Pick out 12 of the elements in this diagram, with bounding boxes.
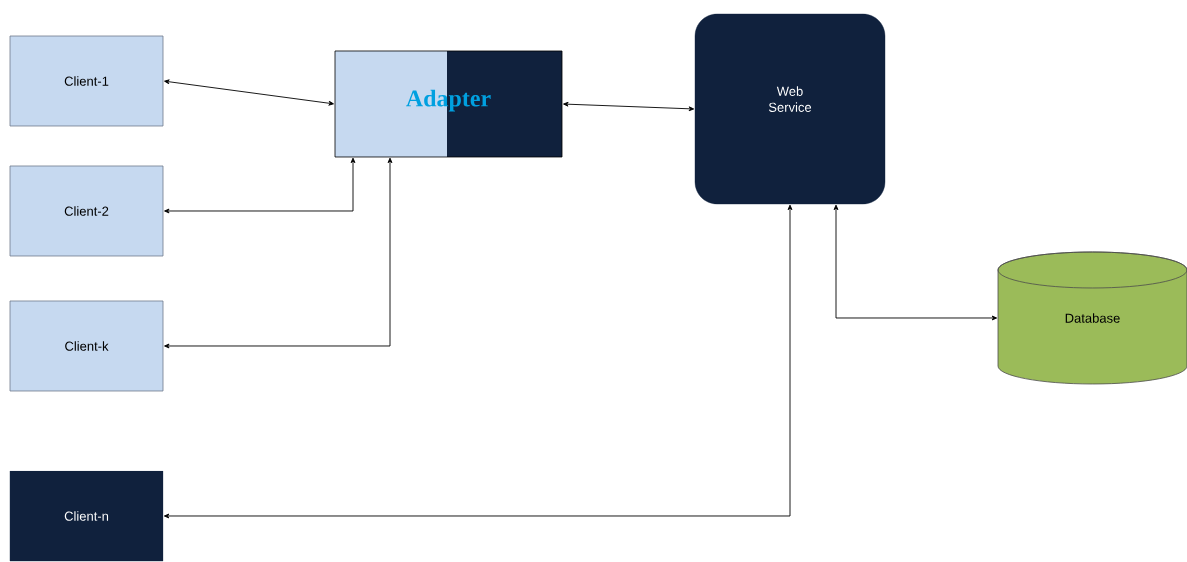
arrow (163, 204, 793, 519)
arrow (164, 157, 356, 214)
arrow (833, 204, 998, 321)
arrow (164, 157, 393, 349)
service-box: Web Service (694, 13, 886, 205)
arrow (164, 79, 334, 106)
database-cylinder: Database (997, 251, 1187, 385)
client-box: Client-2 (9, 165, 164, 257)
arrow (563, 101, 695, 112)
client-box: Client-1 (9, 35, 164, 127)
client-box: Client-n (9, 470, 164, 562)
client-box: Client-k (9, 300, 164, 392)
